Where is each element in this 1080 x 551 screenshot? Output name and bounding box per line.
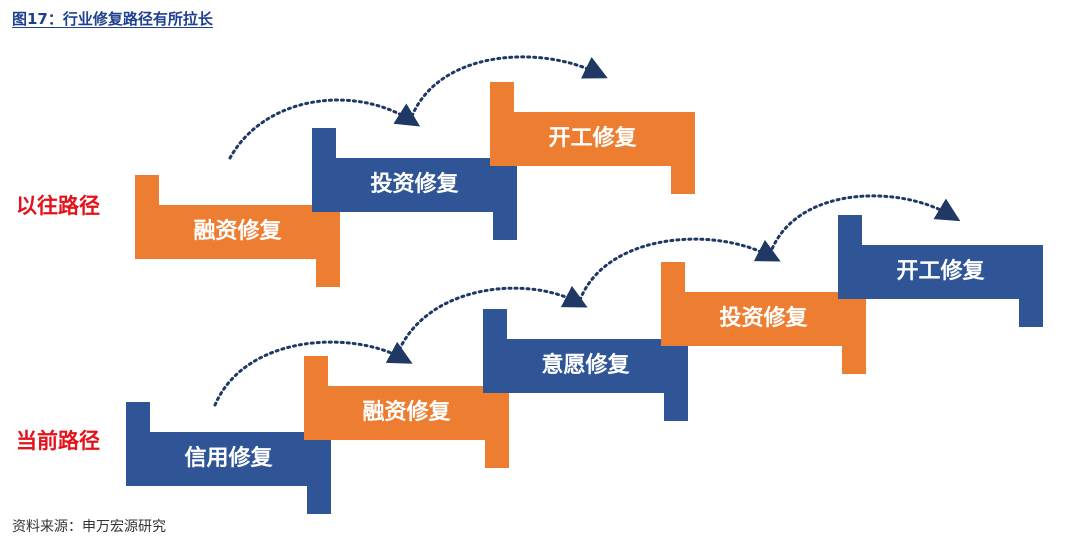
current-step-1: 信用修复 <box>126 402 331 514</box>
previous-step-1: 融资修复 <box>135 175 340 287</box>
current-step-2: 融资修复 <box>304 356 509 468</box>
current-path-label: 当前路径 <box>16 429 100 453</box>
current-step-5: 开工修复 <box>838 215 1043 327</box>
current-step-1-label: 信用修复 <box>184 446 273 471</box>
previous-step-2: 投资修复 <box>312 128 517 240</box>
current-step-5-label: 开工修复 <box>896 259 985 284</box>
current-step-2-label: 融资修复 <box>362 400 451 425</box>
figure-title: 图17：行业修复路径有所拉长 <box>12 10 213 28</box>
previous-step-3-label: 开工修复 <box>548 126 637 151</box>
current-step-4-label: 投资修复 <box>719 306 808 331</box>
previous-step-2-label: 投资修复 <box>370 172 459 197</box>
current-step-3-label: 意愿修复 <box>541 353 630 378</box>
previous-step-1-label: 融资修复 <box>193 219 282 244</box>
previous-step-3: 开工修复 <box>490 82 695 194</box>
current-step-3: 意愿修复 <box>483 309 688 421</box>
previous-path-label: 以往路径 <box>16 194 100 218</box>
source-note: 资料来源：申万宏源研究 <box>12 519 166 535</box>
current-step-4: 投资修复 <box>661 262 866 374</box>
